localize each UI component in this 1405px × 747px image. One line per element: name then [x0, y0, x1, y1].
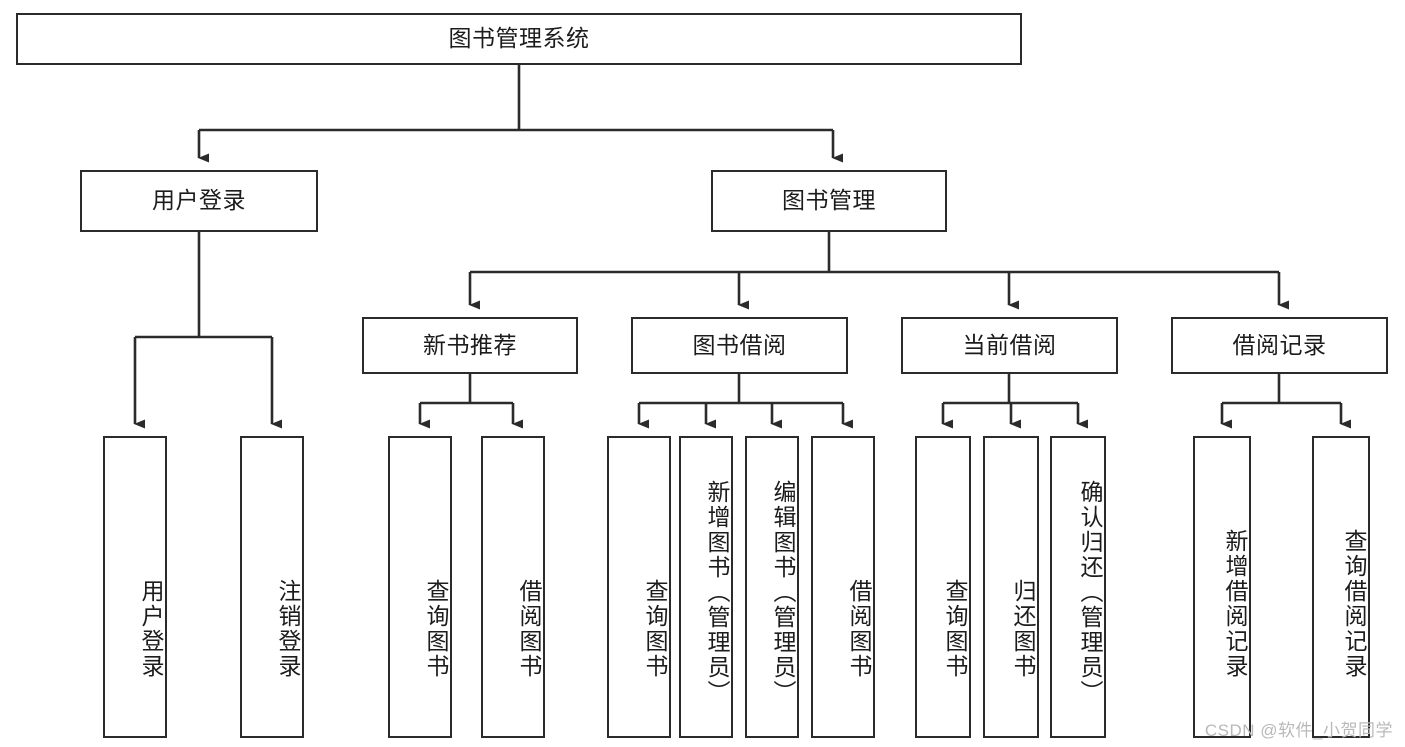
node-leaf-add-book-admin[interactable]: 新增图书（管理员） — [679, 436, 733, 738]
node-leaf-confirm-return-admin[interactable]: 确认归还（管理员） — [1050, 436, 1106, 738]
node-book-management[interactable]: 图书管理 — [711, 170, 947, 232]
node-leaf-edit-book-admin[interactable]: 编辑图书（管理员） — [745, 436, 799, 738]
node-user-login-label: 用户登录 — [152, 187, 246, 214]
node-leaf-query-book-recommend-label: 查询图书 — [423, 579, 449, 679]
node-root[interactable]: 图书管理系统 — [16, 13, 1022, 65]
node-leaf-add-borrow-record[interactable]: 新增借阅记录 — [1193, 436, 1251, 738]
node-book-borrow[interactable]: 图书借阅 — [631, 317, 848, 374]
node-leaf-borrow-book-recommend-label: 借阅图书 — [516, 579, 542, 679]
node-book-management-label: 图书管理 — [782, 187, 876, 214]
node-leaf-return-book[interactable]: 归还图书 — [983, 436, 1039, 738]
node-borrow-record-label: 借阅记录 — [1232, 331, 1327, 358]
node-user-login[interactable]: 用户登录 — [80, 170, 318, 232]
node-leaf-query-book-current-label: 查询图书 — [942, 579, 968, 679]
node-root-label: 图书管理系统 — [448, 25, 590, 52]
node-leaf-return-book-label: 归还图书 — [1010, 579, 1036, 679]
node-leaf-confirm-return-admin-label: 确认归还（管理员） — [1077, 479, 1103, 705]
node-leaf-add-book-admin-label: 新增图书（管理员） — [704, 479, 730, 705]
node-leaf-add-borrow-record-label: 新增借阅记录 — [1222, 529, 1248, 679]
node-new-book-recommend[interactable]: 新书推荐 — [362, 317, 578, 374]
node-leaf-user-login[interactable]: 用户登录 — [103, 436, 167, 738]
node-leaf-query-book-borrow-label: 查询图书 — [642, 579, 668, 679]
node-borrow-record[interactable]: 借阅记录 — [1171, 317, 1388, 374]
node-leaf-query-borrow-record-label: 查询借阅记录 — [1341, 529, 1367, 679]
node-leaf-query-book-current[interactable]: 查询图书 — [915, 436, 971, 738]
node-leaf-edit-book-admin-label: 编辑图书（管理员） — [770, 479, 796, 705]
node-current-borrow-label: 当前借阅 — [962, 331, 1057, 358]
node-current-borrow[interactable]: 当前借阅 — [901, 317, 1118, 374]
node-leaf-user-login-label: 用户登录 — [138, 579, 164, 679]
node-leaf-borrow-book-borrow-label: 借阅图书 — [846, 579, 872, 679]
node-leaf-query-book-borrow[interactable]: 查询图书 — [607, 436, 671, 738]
node-leaf-user-logout[interactable]: 注销登录 — [240, 436, 304, 738]
node-leaf-query-borrow-record[interactable]: 查询借阅记录 — [1312, 436, 1370, 738]
node-leaf-query-book-recommend[interactable]: 查询图书 — [388, 436, 452, 738]
node-new-book-recommend-label: 新书推荐 — [423, 331, 517, 358]
node-leaf-user-logout-label: 注销登录 — [275, 579, 301, 679]
node-leaf-borrow-book-recommend[interactable]: 借阅图书 — [481, 436, 545, 738]
node-leaf-borrow-book-borrow[interactable]: 借阅图书 — [811, 436, 875, 738]
node-book-borrow-label: 图书借阅 — [692, 331, 787, 358]
